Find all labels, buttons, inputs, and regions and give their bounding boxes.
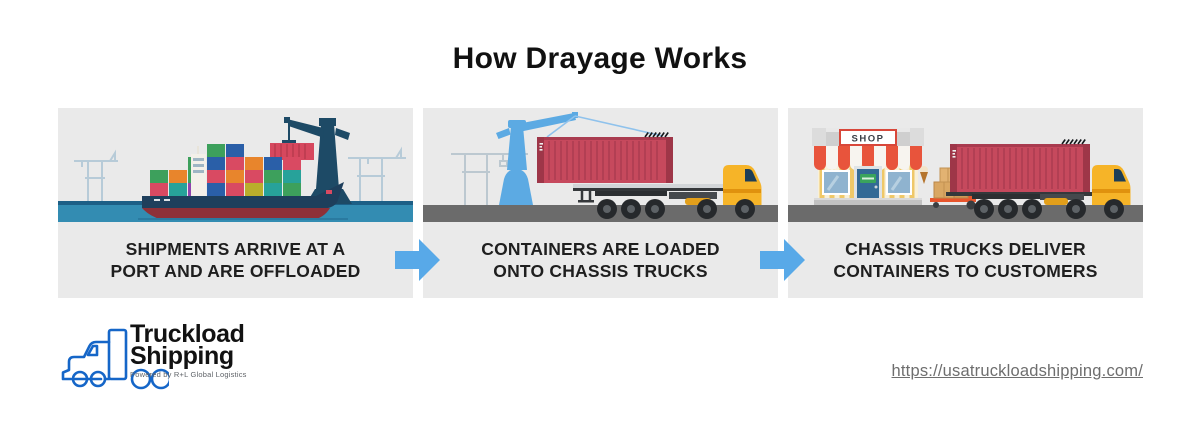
truckload-shipping-logo: Truckload Shipping Powered by R+L Global…	[55, 320, 315, 394]
ship-cargo-containers	[150, 144, 301, 196]
caption-line: SHIPMENTS ARRIVE AT A	[125, 239, 346, 259]
page-title: How Drayage Works	[452, 42, 748, 75]
shop-sign-text: SHOP	[852, 134, 885, 145]
steps-row: SHIPMENTS ARRIVE AT A PORT AND ARE OFFLO…	[58, 108, 1143, 298]
step-panel-port: SHIPMENTS ARRIVE AT A PORT AND ARE OFFLO…	[58, 108, 413, 298]
water-shadow	[138, 218, 348, 220]
step-caption: SHIPMENTS ARRIVE AT A PORT AND ARE OFFLO…	[58, 222, 413, 298]
caption-line: CONTAINERS ARE LOADED	[481, 239, 720, 259]
hoisted-container	[270, 143, 314, 160]
container	[537, 132, 673, 183]
cargo-ship-hull	[142, 182, 344, 220]
flow-arrow-icon	[760, 239, 805, 281]
road	[788, 205, 1143, 222]
ship-at-port-illustration	[58, 117, 413, 222]
caption-line: CHASSIS TRUCKS DELIVER	[845, 239, 1086, 259]
chassis-truck-with-container-icon	[946, 139, 1131, 219]
loading-crane-icon	[496, 112, 664, 205]
shop-building-icon: SHOP	[812, 128, 928, 205]
truck-logo-icon	[61, 328, 169, 390]
logo-tagline: Powered by R+L Global Logistics	[130, 370, 247, 379]
delivery-illustration: SHOP	[788, 128, 1143, 222]
logo-name-line2: Shipping	[130, 341, 234, 370]
step-caption: CONTAINERS ARE LOADED ONTO CHASSIS TRUCK…	[423, 222, 778, 298]
logo-text: Truckload Shipping Powered by R+L Global…	[130, 320, 247, 379]
chassis-truck-icon	[573, 165, 762, 219]
ship-bridge-tower	[191, 146, 206, 196]
background-crane-icon	[74, 149, 118, 201]
crane-loading-illustration	[423, 112, 778, 222]
caption-line: PORT AND ARE OFFLOADED	[110, 261, 361, 281]
logo-name-line1: Truckload	[130, 320, 245, 348]
caption-line: CONTAINERS TO CUSTOMERS	[833, 261, 1098, 281]
step-panel-delivery: SHOP	[788, 108, 1143, 298]
flow-arrow-icon	[395, 239, 440, 281]
website-link[interactable]: https://usatruckloadshipping.com/	[891, 362, 1143, 380]
caption-line: ONTO CHASSIS TRUCKS	[493, 261, 708, 281]
step-caption: CHASSIS TRUCKS DELIVER CONTAINERS TO CUS…	[788, 222, 1143, 298]
background-crane-icon	[348, 146, 406, 201]
step-panel-loading: CONTAINERS ARE LOADED ONTO CHASSIS TRUCK…	[423, 108, 778, 298]
background-crane-icon	[451, 143, 528, 205]
